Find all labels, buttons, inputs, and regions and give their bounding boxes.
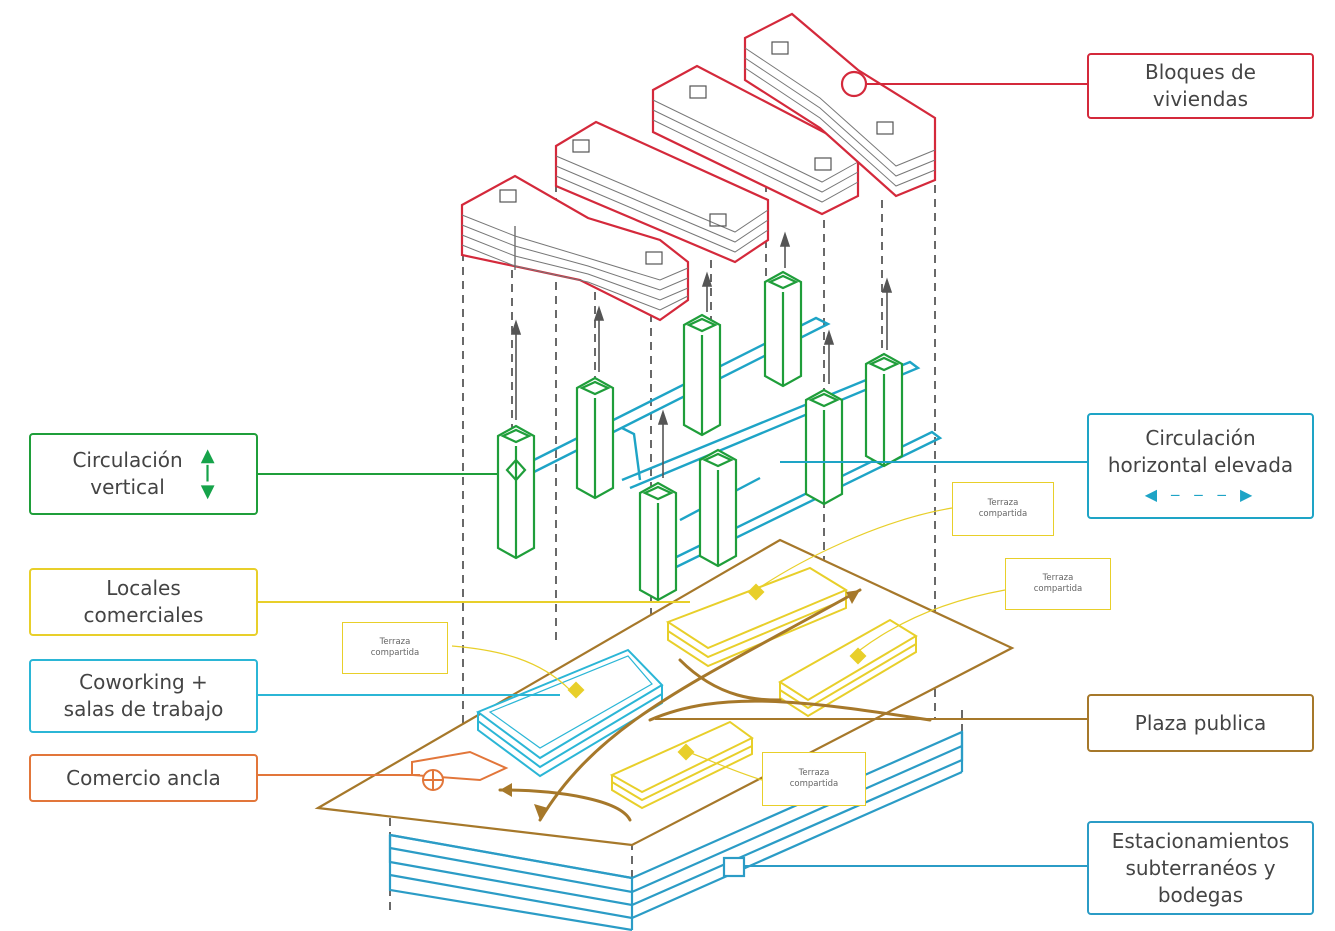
up-down-arrow-icon: ▲┃▼: [201, 447, 215, 501]
label-circulacion-vertical: Circulación vertical ▲┃▼: [29, 433, 258, 515]
core: [806, 390, 842, 504]
label-circ-vertical-line2: vertical: [72, 474, 182, 501]
terraza-line2: compartida: [979, 509, 1028, 520]
label-estac-line1: Estacionamientos: [1112, 828, 1289, 855]
label-circulacion-horizontal: Circulación horizontal elevada ◀ ‒ ‒ ‒ ▶: [1087, 413, 1314, 519]
vertical-cores: [498, 272, 902, 600]
label-coworking-line2: salas de trabajo: [64, 696, 224, 723]
terraza-line1: Terraza: [799, 768, 830, 779]
core: [577, 378, 613, 498]
terraza-line2: compartida: [790, 779, 839, 790]
terraza-line2: compartida: [1034, 584, 1083, 595]
terraza-label-bottom: Terraza compartida: [762, 752, 866, 806]
core: [498, 426, 534, 558]
label-estacionamientos: Estacionamientos subterranéos y bodegas: [1087, 821, 1314, 915]
label-estac-line3: bodegas: [1158, 882, 1243, 909]
label-circ-vertical-line1: Circulación: [72, 447, 182, 474]
label-locales-line1: Locales: [106, 575, 181, 602]
label-estac-line2: subterranéos y: [1125, 855, 1275, 882]
label-bloques-viviendas: Bloques de viviendas: [1087, 53, 1314, 119]
core: [684, 315, 720, 435]
terraza-label-right: Terraza compartida: [1005, 558, 1111, 610]
label-locales-comerciales: Locales comerciales: [29, 568, 258, 636]
core: [765, 272, 801, 386]
label-locales-line2: comerciales: [84, 602, 204, 629]
label-comercio-ancla: Comercio ancla: [29, 754, 258, 802]
bloques-viviendas: [462, 14, 935, 320]
label-plaza-text: Plaza publica: [1135, 710, 1266, 737]
terraza-line1: Terraza: [1043, 573, 1074, 584]
core: [866, 354, 902, 466]
label-circ-horizontal-line2: horizontal elevada: [1108, 452, 1293, 479]
left-right-dashed-arrow-icon: ◀ ‒ ‒ ‒ ▶: [1145, 481, 1257, 508]
label-bloques-line1: Bloques de: [1145, 59, 1256, 86]
terraza-label-coworking: Terraza compartida: [342, 622, 448, 674]
label-circ-horizontal-line1: Circulación: [1145, 425, 1255, 452]
label-plaza-publica: Plaza publica: [1087, 694, 1314, 752]
terraza-line1: Terraza: [380, 637, 411, 648]
label-comercio-ancla-text: Comercio ancla: [66, 765, 221, 792]
core: [700, 450, 736, 566]
terraza-line1: Terraza: [988, 498, 1019, 509]
label-coworking: Coworking + salas de trabajo: [29, 659, 258, 733]
core: [640, 483, 676, 600]
label-bloques-line2: viviendas: [1153, 86, 1248, 113]
terraza-label-top: Terraza compartida: [952, 482, 1054, 536]
terraza-line2: compartida: [371, 648, 420, 659]
label-coworking-line1: Coworking +: [79, 669, 208, 696]
